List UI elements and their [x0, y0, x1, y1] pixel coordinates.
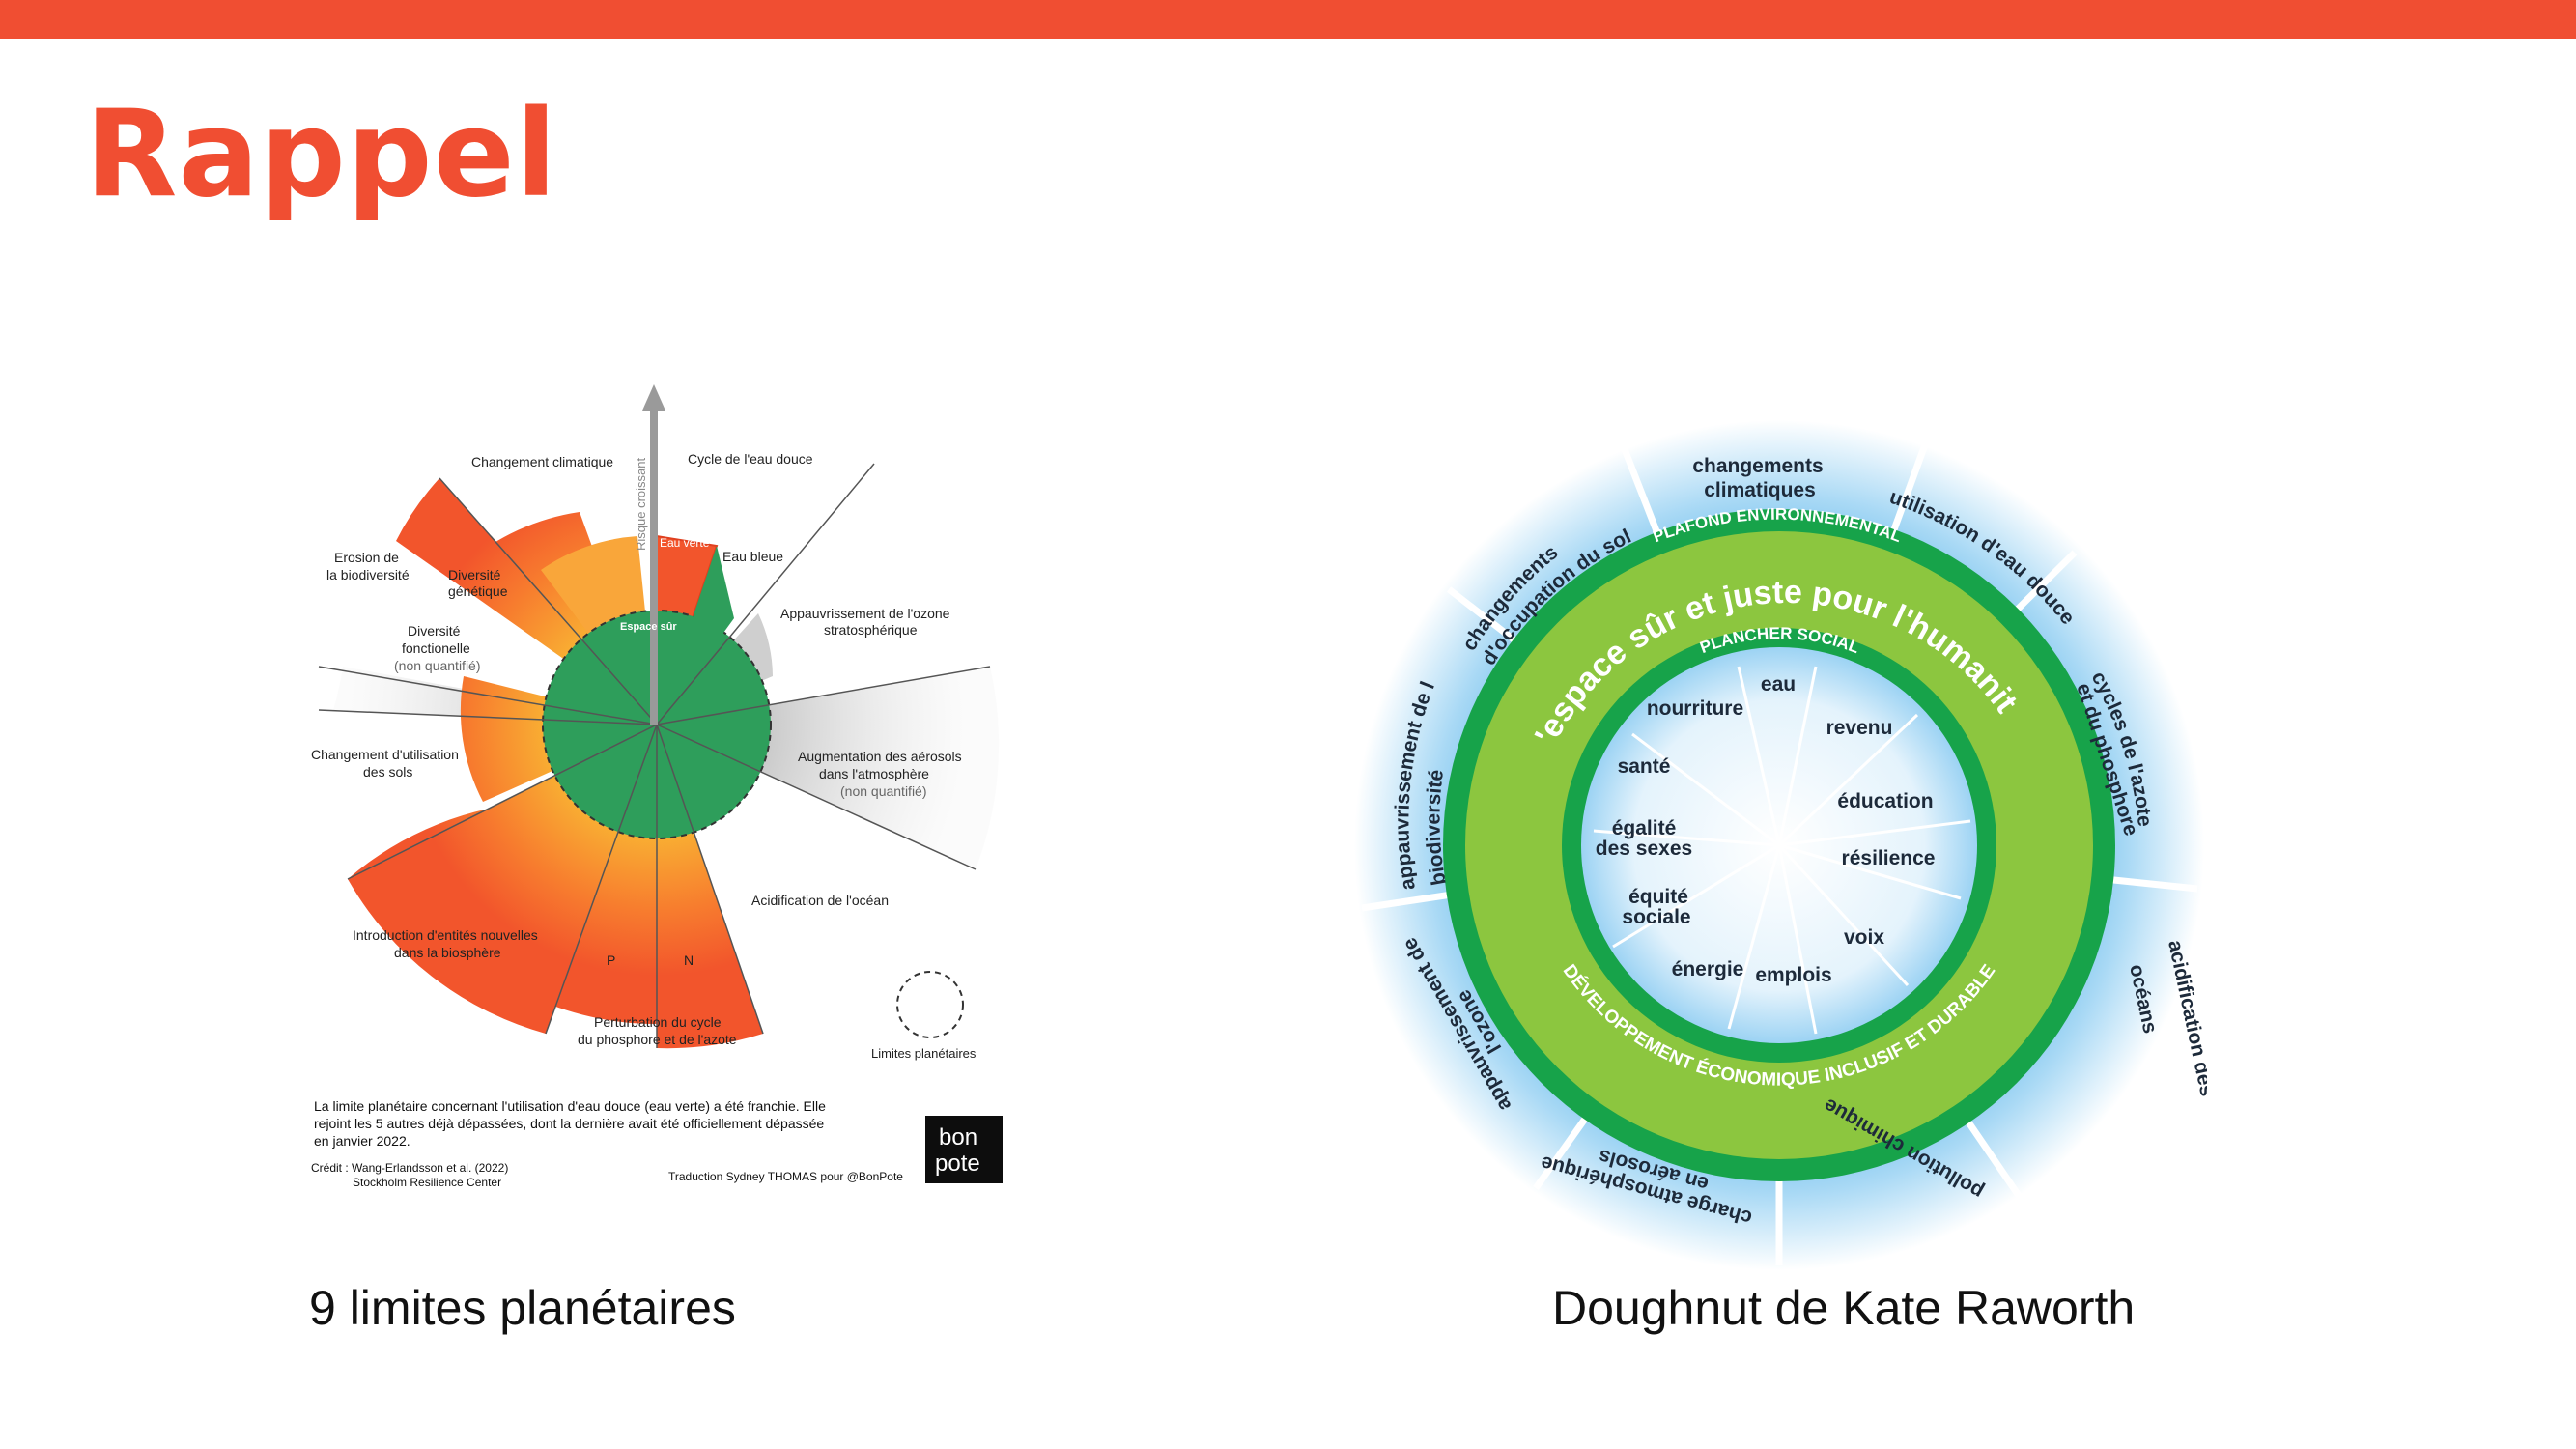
note-line-2: rejoint les 5 autres déjà dépassées, don…: [314, 1116, 824, 1131]
inner-gender-1: égalité: [1612, 817, 1677, 839]
label-climate: Changement climatique: [471, 454, 613, 469]
label-erosion-1: Erosion de: [334, 550, 399, 565]
inner-energy: énergie: [1672, 958, 1744, 980]
credit-line-2: Stockholm Resilience Center: [353, 1176, 501, 1189]
label-aerosols-3: (non quantifié): [840, 783, 927, 799]
label-genetic-2: génétique: [448, 583, 508, 599]
inner-water: eau: [1761, 673, 1796, 696]
inner-food: nourriture: [1647, 697, 1743, 720]
label-limits-legend: Limites planétaires: [871, 1046, 977, 1061]
label-novel-1: Introduction d'entités nouvelles: [353, 927, 538, 943]
label-erosion-2: la biodiversité: [326, 567, 410, 582]
label-ocean: Acidification de l'océan: [751, 893, 889, 908]
note-line-3: en janvier 2022.: [314, 1133, 410, 1149]
translation-credit: Traduction Sydney THOMAS pour @BonPote: [668, 1170, 903, 1183]
label-novel-2: dans la biosphère: [394, 945, 501, 960]
inner-voice: voix: [1844, 926, 1884, 949]
inner-health: santé: [1618, 755, 1671, 778]
label-func-3: (non quantifié): [394, 658, 481, 673]
label-aerosols-1: Augmentation des aérosols: [798, 749, 962, 764]
safe-space-label: Espace sûr: [620, 621, 677, 633]
inner-income: revenu: [1826, 717, 1893, 739]
outer-climate-2: climatiques: [1704, 479, 1816, 501]
label-func-1: Diversité: [408, 623, 461, 639]
svg-text:Risque croissant: Risque croissant: [634, 458, 648, 551]
inner-education: éducation: [1837, 790, 1933, 812]
sector-dividers: [318, 463, 991, 1048]
inner-jobs: emplois: [1755, 964, 1831, 986]
label-genetic-1: Diversité: [448, 567, 501, 582]
label-land-2: des sols: [363, 764, 412, 780]
inner-equity-2: sociale: [1622, 906, 1690, 928]
label-p: P: [607, 952, 615, 968]
slide-title: Rappel: [85, 85, 558, 224]
credit-line-1: Crédit : Wang-Erlandsson et al. (2022): [311, 1161, 508, 1175]
label-freshwater: Cycle de l'eau douce: [688, 451, 813, 467]
top-accent-bar: [0, 0, 2576, 39]
label-func-2: fonctionelle: [402, 640, 470, 656]
inner-gender-2: des sexes: [1596, 838, 1692, 860]
inner-equity-1: équité: [1628, 886, 1688, 908]
label-biogeo-2: du phosphore et de l'azote: [578, 1032, 737, 1047]
caption-planetary-boundaries: 9 limites planétaires: [309, 1281, 736, 1335]
label-aerosols-2: dans l'atmosphère: [819, 766, 929, 781]
limits-legend-icon: [896, 971, 964, 1038]
risk-arrow: Risque croissant: [634, 384, 665, 724]
inner-dividers: [1593, 666, 1971, 1035]
label-land-1: Changement d'utilisation: [311, 747, 459, 762]
label-green-water: Eau verte: [660, 536, 710, 550]
outer-climate-1: changements: [1692, 455, 1823, 477]
label-n: N: [684, 952, 694, 968]
svg-text:pote: pote: [935, 1151, 980, 1177]
label-ozone-1: Appauvrissement de l'ozone: [780, 606, 950, 621]
caption-doughnut: Doughnut de Kate Raworth: [1552, 1281, 2136, 1335]
label-blue-water: Eau bleue: [722, 549, 783, 564]
label-ozone-2: stratosphérique: [824, 622, 918, 638]
doughnut-diagram: PLAFOND ENVIRONNEMENTAL l'espace sûr et …: [1347, 411, 2207, 1270]
label-biogeo-1: Perturbation du cycle: [594, 1014, 722, 1030]
inner-resilience: résilience: [1842, 847, 1936, 869]
planetary-boundaries-diagram: Risque croissant Espace sûr Changement c…: [295, 377, 1009, 1217]
bonpote-logo: bon pote: [925, 1116, 1003, 1183]
svg-text:bon: bon: [939, 1124, 977, 1151]
note-line-1: La limite planétaire concernant l'utilis…: [314, 1098, 826, 1114]
